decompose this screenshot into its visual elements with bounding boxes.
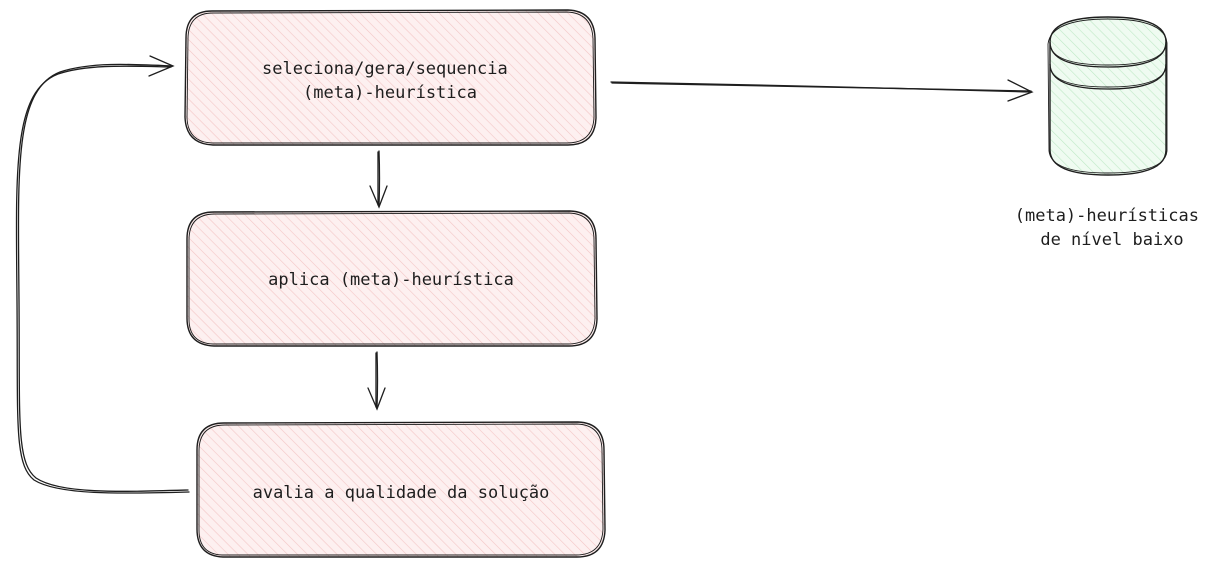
svg-text:(meta)-heurísticas de níve: (meta)-heurísticas de nível baixo — [1015, 206, 1209, 250]
svg-text:seleciona/gera/sequencia: seleciona/gera/sequencia (meta)-heurísti… — [262, 59, 518, 103]
apply-heuristic-label: aplica (meta)-heurística — [268, 270, 514, 290]
apply-heuristic-box: aplica (meta)-heurística — [186, 210, 598, 347]
evaluate-solution-box: avalia a qualidade da solução — [196, 421, 606, 558]
svg-text:avalia a qualidade da solução: avalia a qualidade da solução — [253, 483, 550, 503]
evaluate-solution-label: avalia a qualidade da solução — [253, 483, 550, 503]
database-icon — [1047, 16, 1168, 176]
feedback-loop-arrow — [15, 55, 190, 494]
select-heuristic-label-line-1: seleciona/gera/sequencia — [262, 59, 508, 79]
database-label-line-2: de nível baixo — [1040, 230, 1183, 250]
arrow-select-to-database — [610, 79, 1034, 102]
select-heuristic-label-line-2: (meta)-heurística — [303, 83, 477, 103]
arrow-select-to-apply — [369, 150, 388, 209]
arrow-apply-to-evaluate — [367, 351, 386, 411]
database-label-line-1: (meta)-heurísticas — [1015, 206, 1199, 226]
select-heuristic-box: seleciona/gera/sequencia (meta)-heurísti… — [184, 9, 597, 146]
svg-text:aplica (meta)-heurística: aplica (meta)-heurística — [268, 270, 514, 290]
